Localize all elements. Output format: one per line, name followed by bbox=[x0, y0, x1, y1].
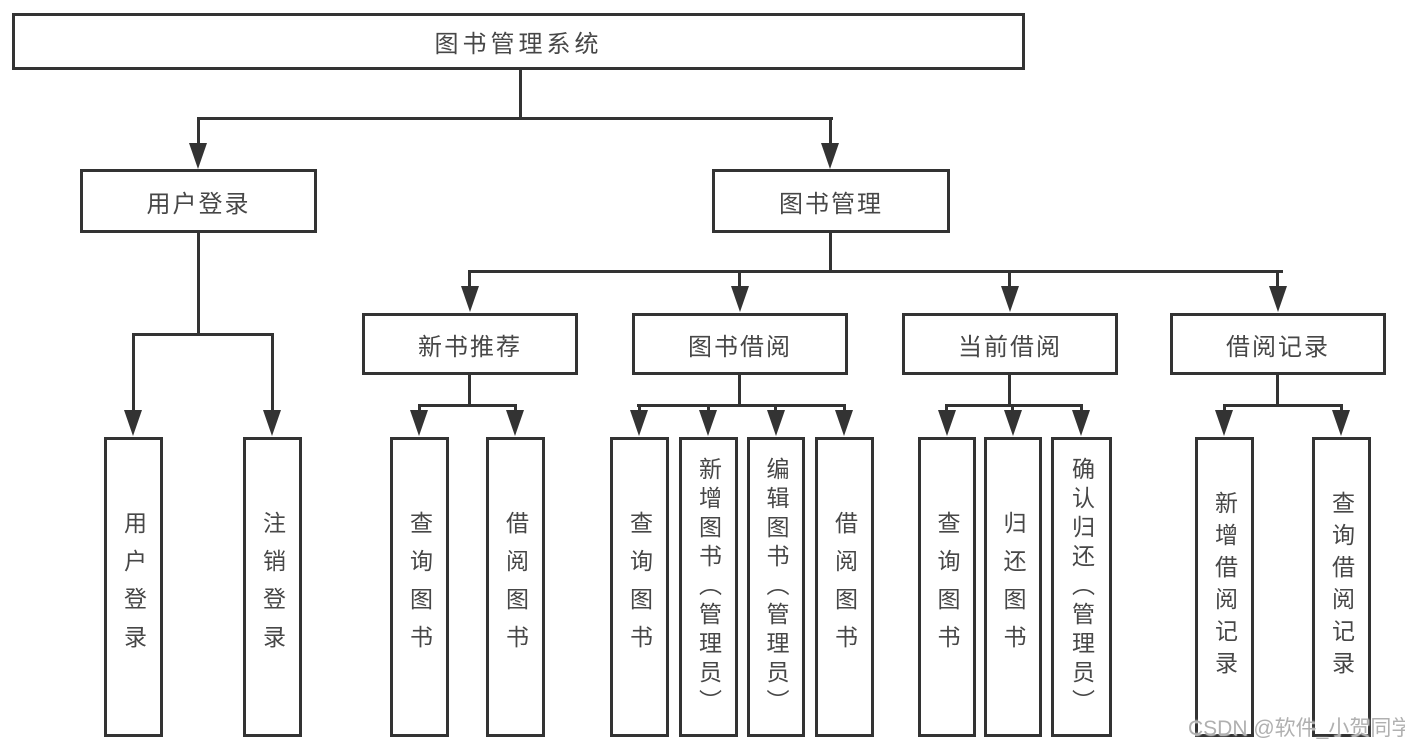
connector-line bbox=[197, 117, 200, 145]
connector-line bbox=[1008, 375, 1011, 406]
leaf-query-books-current: 查询图书 bbox=[918, 437, 976, 737]
connector-line bbox=[1276, 375, 1279, 406]
arrow-down-icon bbox=[938, 410, 956, 436]
connector-line bbox=[418, 404, 421, 414]
connector-line bbox=[418, 404, 517, 407]
leaf-add-borrow-record: 新增借阅记录 bbox=[1195, 437, 1254, 737]
arrow-down-icon bbox=[461, 286, 479, 312]
leaf-edit-books-admin: 编辑图书（管理员） bbox=[747, 437, 805, 737]
arrow-down-icon bbox=[767, 410, 785, 436]
connector-line bbox=[1276, 270, 1279, 290]
node-library-management-system: 图书管理系统 bbox=[12, 13, 1025, 70]
connector-line bbox=[197, 117, 833, 120]
connector-line bbox=[1008, 270, 1011, 290]
connector-line bbox=[1223, 404, 1343, 407]
leaf-return-books: 归还图书 bbox=[984, 437, 1042, 737]
connector-line bbox=[829, 233, 832, 273]
arrow-down-icon bbox=[699, 410, 717, 436]
connector-line bbox=[271, 333, 274, 412]
connector-line bbox=[707, 404, 710, 414]
arrow-down-icon bbox=[410, 410, 428, 436]
leaf-query-books-borrow: 查询图书 bbox=[610, 437, 669, 737]
arrow-down-icon bbox=[189, 143, 207, 169]
node-user-login: 用户登录 bbox=[80, 169, 317, 233]
arrow-down-icon bbox=[1004, 410, 1022, 436]
arrow-down-icon bbox=[821, 143, 839, 169]
connector-line bbox=[1223, 404, 1226, 414]
arrow-down-icon bbox=[1072, 410, 1090, 436]
arrow-down-icon bbox=[263, 410, 281, 436]
connector-line bbox=[519, 70, 522, 118]
connector-line bbox=[843, 404, 846, 414]
arrow-down-icon bbox=[835, 410, 853, 436]
connector-line bbox=[738, 270, 741, 290]
connector-line bbox=[1080, 404, 1083, 414]
arrow-down-icon bbox=[630, 410, 648, 436]
leaf-query-books-recommend: 查询图书 bbox=[390, 437, 449, 737]
connector-line bbox=[945, 404, 1083, 407]
node-book-management: 图书管理 bbox=[712, 169, 950, 233]
connector-line bbox=[514, 404, 517, 414]
leaf-add-books-admin: 新增图书（管理员） bbox=[679, 437, 738, 737]
connector-line bbox=[945, 404, 948, 414]
leaf-borrow-books: 借阅图书 bbox=[815, 437, 874, 737]
connector-line bbox=[638, 404, 641, 414]
leaf-query-borrow-record: 查询借阅记录 bbox=[1312, 437, 1371, 737]
arrow-down-icon bbox=[1332, 410, 1350, 436]
connector-line bbox=[197, 233, 200, 336]
leaf-confirm-return-admin: 确认归还（管理员） bbox=[1051, 437, 1112, 737]
node-borrowing-records: 借阅记录 bbox=[1170, 313, 1386, 375]
node-new-book-recommendation: 新书推荐 bbox=[362, 313, 578, 375]
leaf-borrow-books-recommend: 借阅图书 bbox=[486, 437, 545, 737]
leaf-user-login: 用户登录 bbox=[104, 437, 163, 737]
connector-line bbox=[468, 270, 471, 290]
node-current-borrowing: 当前借阅 bbox=[902, 313, 1118, 375]
arrow-down-icon bbox=[1001, 286, 1019, 312]
connector-line bbox=[132, 333, 135, 412]
csdn-watermark: CSDN @软件_小贺同学 bbox=[1188, 717, 1405, 740]
arrow-down-icon bbox=[506, 410, 524, 436]
connector-line bbox=[469, 270, 1283, 273]
arrow-down-icon bbox=[1215, 410, 1233, 436]
arrow-down-icon bbox=[731, 286, 749, 312]
arrow-down-icon bbox=[124, 410, 142, 436]
node-book-borrowing: 图书借阅 bbox=[632, 313, 848, 375]
connector-line bbox=[637, 404, 846, 407]
connector-line bbox=[468, 375, 471, 406]
connector-line bbox=[738, 375, 741, 406]
connector-line bbox=[829, 117, 832, 145]
arrow-down-icon bbox=[1269, 286, 1287, 312]
connector-line bbox=[132, 333, 274, 336]
connector-line bbox=[1340, 404, 1343, 414]
leaf-logout: 注销登录 bbox=[243, 437, 302, 737]
connector-line bbox=[774, 404, 777, 414]
connector-line bbox=[1011, 404, 1014, 414]
